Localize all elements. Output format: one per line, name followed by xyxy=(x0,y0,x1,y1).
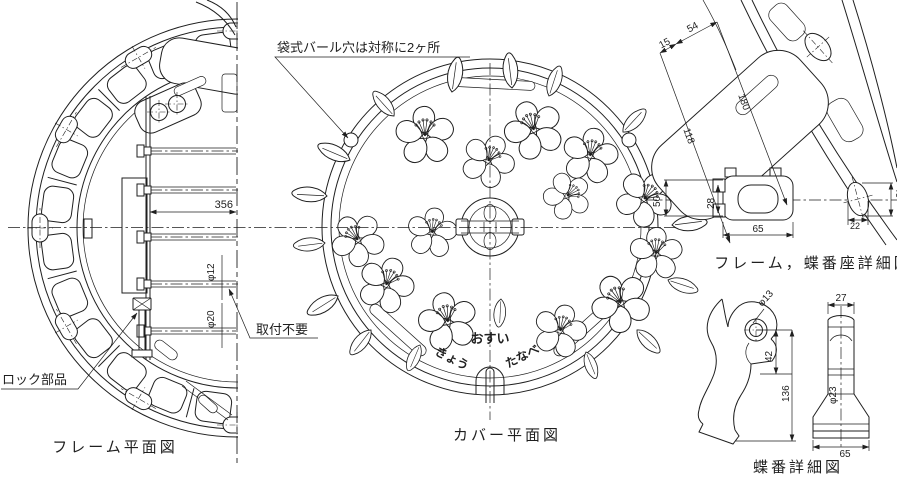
dim-42: 42 xyxy=(764,350,775,362)
detail-oval-right xyxy=(843,176,873,222)
bar-hole-notch-right xyxy=(621,132,637,148)
dim-356: 356 xyxy=(215,199,233,211)
hinge-hook-side-view: φ13 42 136 xyxy=(697,288,796,445)
dim-65-seat: 65 xyxy=(752,224,764,235)
frame-bolt-ovals xyxy=(27,18,238,438)
hinge-detail-view: φ13 42 136 φ23 27 65 蝶番詳細図 xyxy=(697,288,870,476)
no-mount-label: 取付不要 xyxy=(256,322,308,337)
dim-40: 40 xyxy=(893,187,897,199)
detail-oval-top xyxy=(803,30,833,64)
dim-15: 15 xyxy=(657,36,672,51)
hinge-detail-caption: 蝶番詳細図 xyxy=(753,459,843,476)
hinge-seat-caption: フレーム，蝶番座詳細図 xyxy=(714,255,897,272)
rod-bolts xyxy=(136,144,152,338)
hinge-peg-front-view: φ23 27 65 xyxy=(812,293,870,460)
dim-65-peg: 65 xyxy=(839,449,851,460)
cover-plan-caption: カバー平面図 xyxy=(453,427,561,444)
dim-118: 118 xyxy=(680,127,696,146)
lock-label: ロック部品 xyxy=(2,372,67,387)
cover-text-tanabe: たなべ xyxy=(503,342,541,371)
hinge-seat-front xyxy=(712,167,794,221)
dim-27: 27 xyxy=(835,293,847,304)
frame-labels: 取付不要 ロック部品 xyxy=(1,288,318,390)
hinge-seat-dimensions: 15 54 180 118 50 28 65 40 22 xyxy=(652,20,897,244)
bar-hole-annotation: 袋式バール穴は対称に2ヶ所 xyxy=(274,40,470,139)
dim-phi13: φ13 xyxy=(756,288,776,309)
lock-assembly xyxy=(131,297,153,358)
frame-slot-band xyxy=(41,32,233,424)
hinge-seat-detail-view: 15 54 180 118 50 28 65 40 22 フレーム，蝶番座詳細図 xyxy=(645,0,897,272)
dim-28: 28 xyxy=(706,197,717,209)
frame-plan-caption: フレーム平面図 xyxy=(52,439,178,456)
frame-dimensions: 356 φ12 φ20 xyxy=(149,199,237,348)
dim-phi23: φ23 xyxy=(828,386,839,404)
dim-50: 50 xyxy=(652,195,663,207)
dim-22: 22 xyxy=(850,221,860,231)
frame-plan-view: 356 φ12 φ20 取付不要 ロック部品 フレーム平面図 xyxy=(1,0,318,466)
dim-rod-phi12: φ12 xyxy=(206,263,217,281)
bar-hole-note-text: 袋式バール穴は対称に2ヶ所 xyxy=(277,40,440,55)
cover-plan-view: おすい きょう たなべ 袋式バール穴は対称に2ヶ所 カバー平面図 xyxy=(8,40,709,444)
frame-interior-mechanism xyxy=(121,96,238,360)
dim-rod-phi20: φ20 xyxy=(206,310,217,328)
dim-136: 136 xyxy=(781,385,792,402)
bar-hole-notch-left xyxy=(343,132,359,148)
dim-54: 54 xyxy=(685,20,700,35)
